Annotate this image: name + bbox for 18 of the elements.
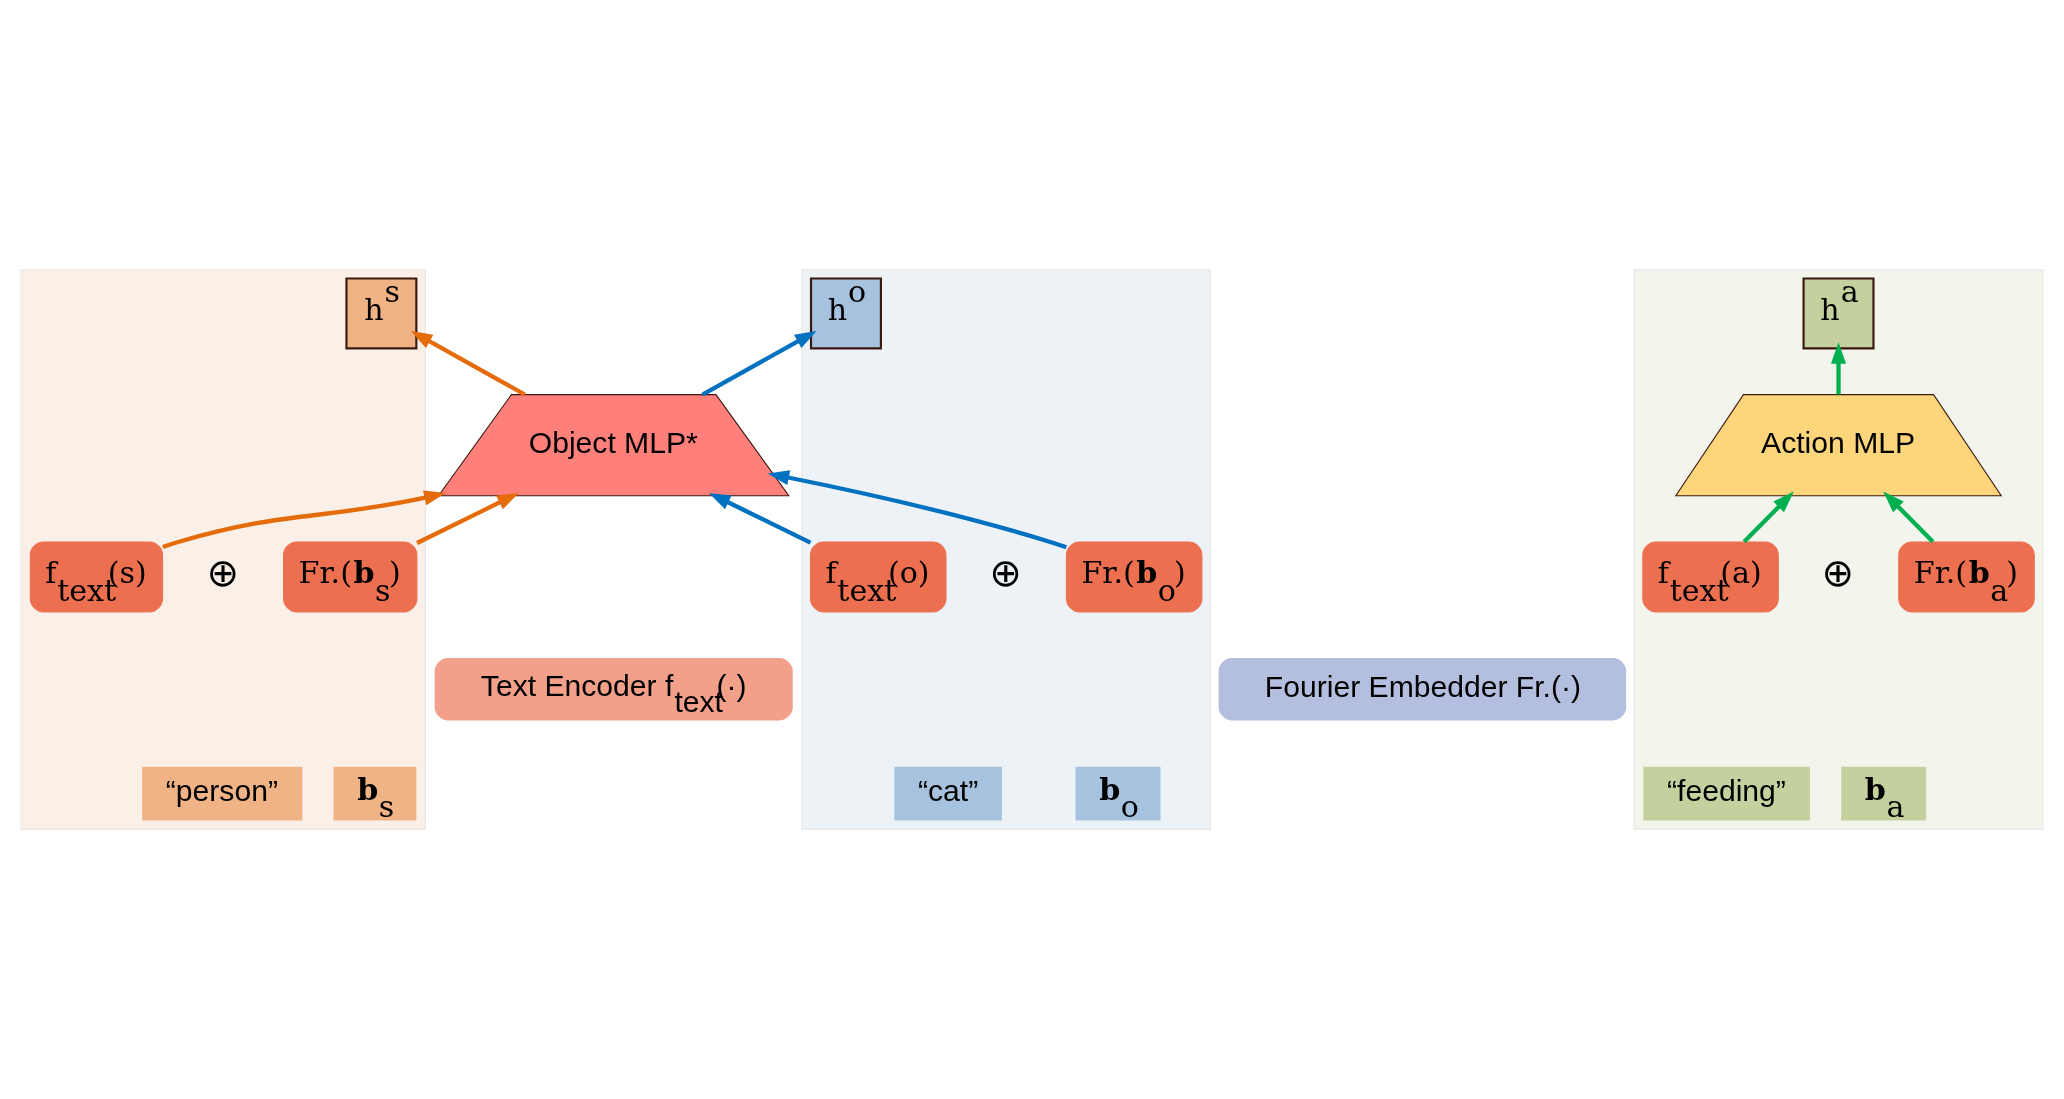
arrow: [1742, 491, 1794, 544]
cluster: [1633, 269, 2044, 830]
node-box: “feeding”: [1643, 766, 1811, 821]
arrow: [416, 492, 519, 545]
label: ⊕: [989, 550, 1022, 596]
node-box: “cat”: [894, 766, 1002, 821]
arrow: [701, 330, 817, 397]
label: ⊕: [206, 550, 240, 596]
arrow: [410, 330, 526, 397]
arrow: [162, 490, 446, 549]
label: ⊕: [1821, 550, 1855, 596]
node-box: Fourier Embedder Fr.(·): [1218, 658, 1627, 721]
arrow: [1830, 342, 1847, 395]
node-box: “person”: [142, 766, 303, 821]
arrow: [1883, 491, 1935, 544]
cluster: [801, 269, 1212, 830]
arrow: [708, 492, 812, 545]
arrow: [767, 470, 1067, 550]
